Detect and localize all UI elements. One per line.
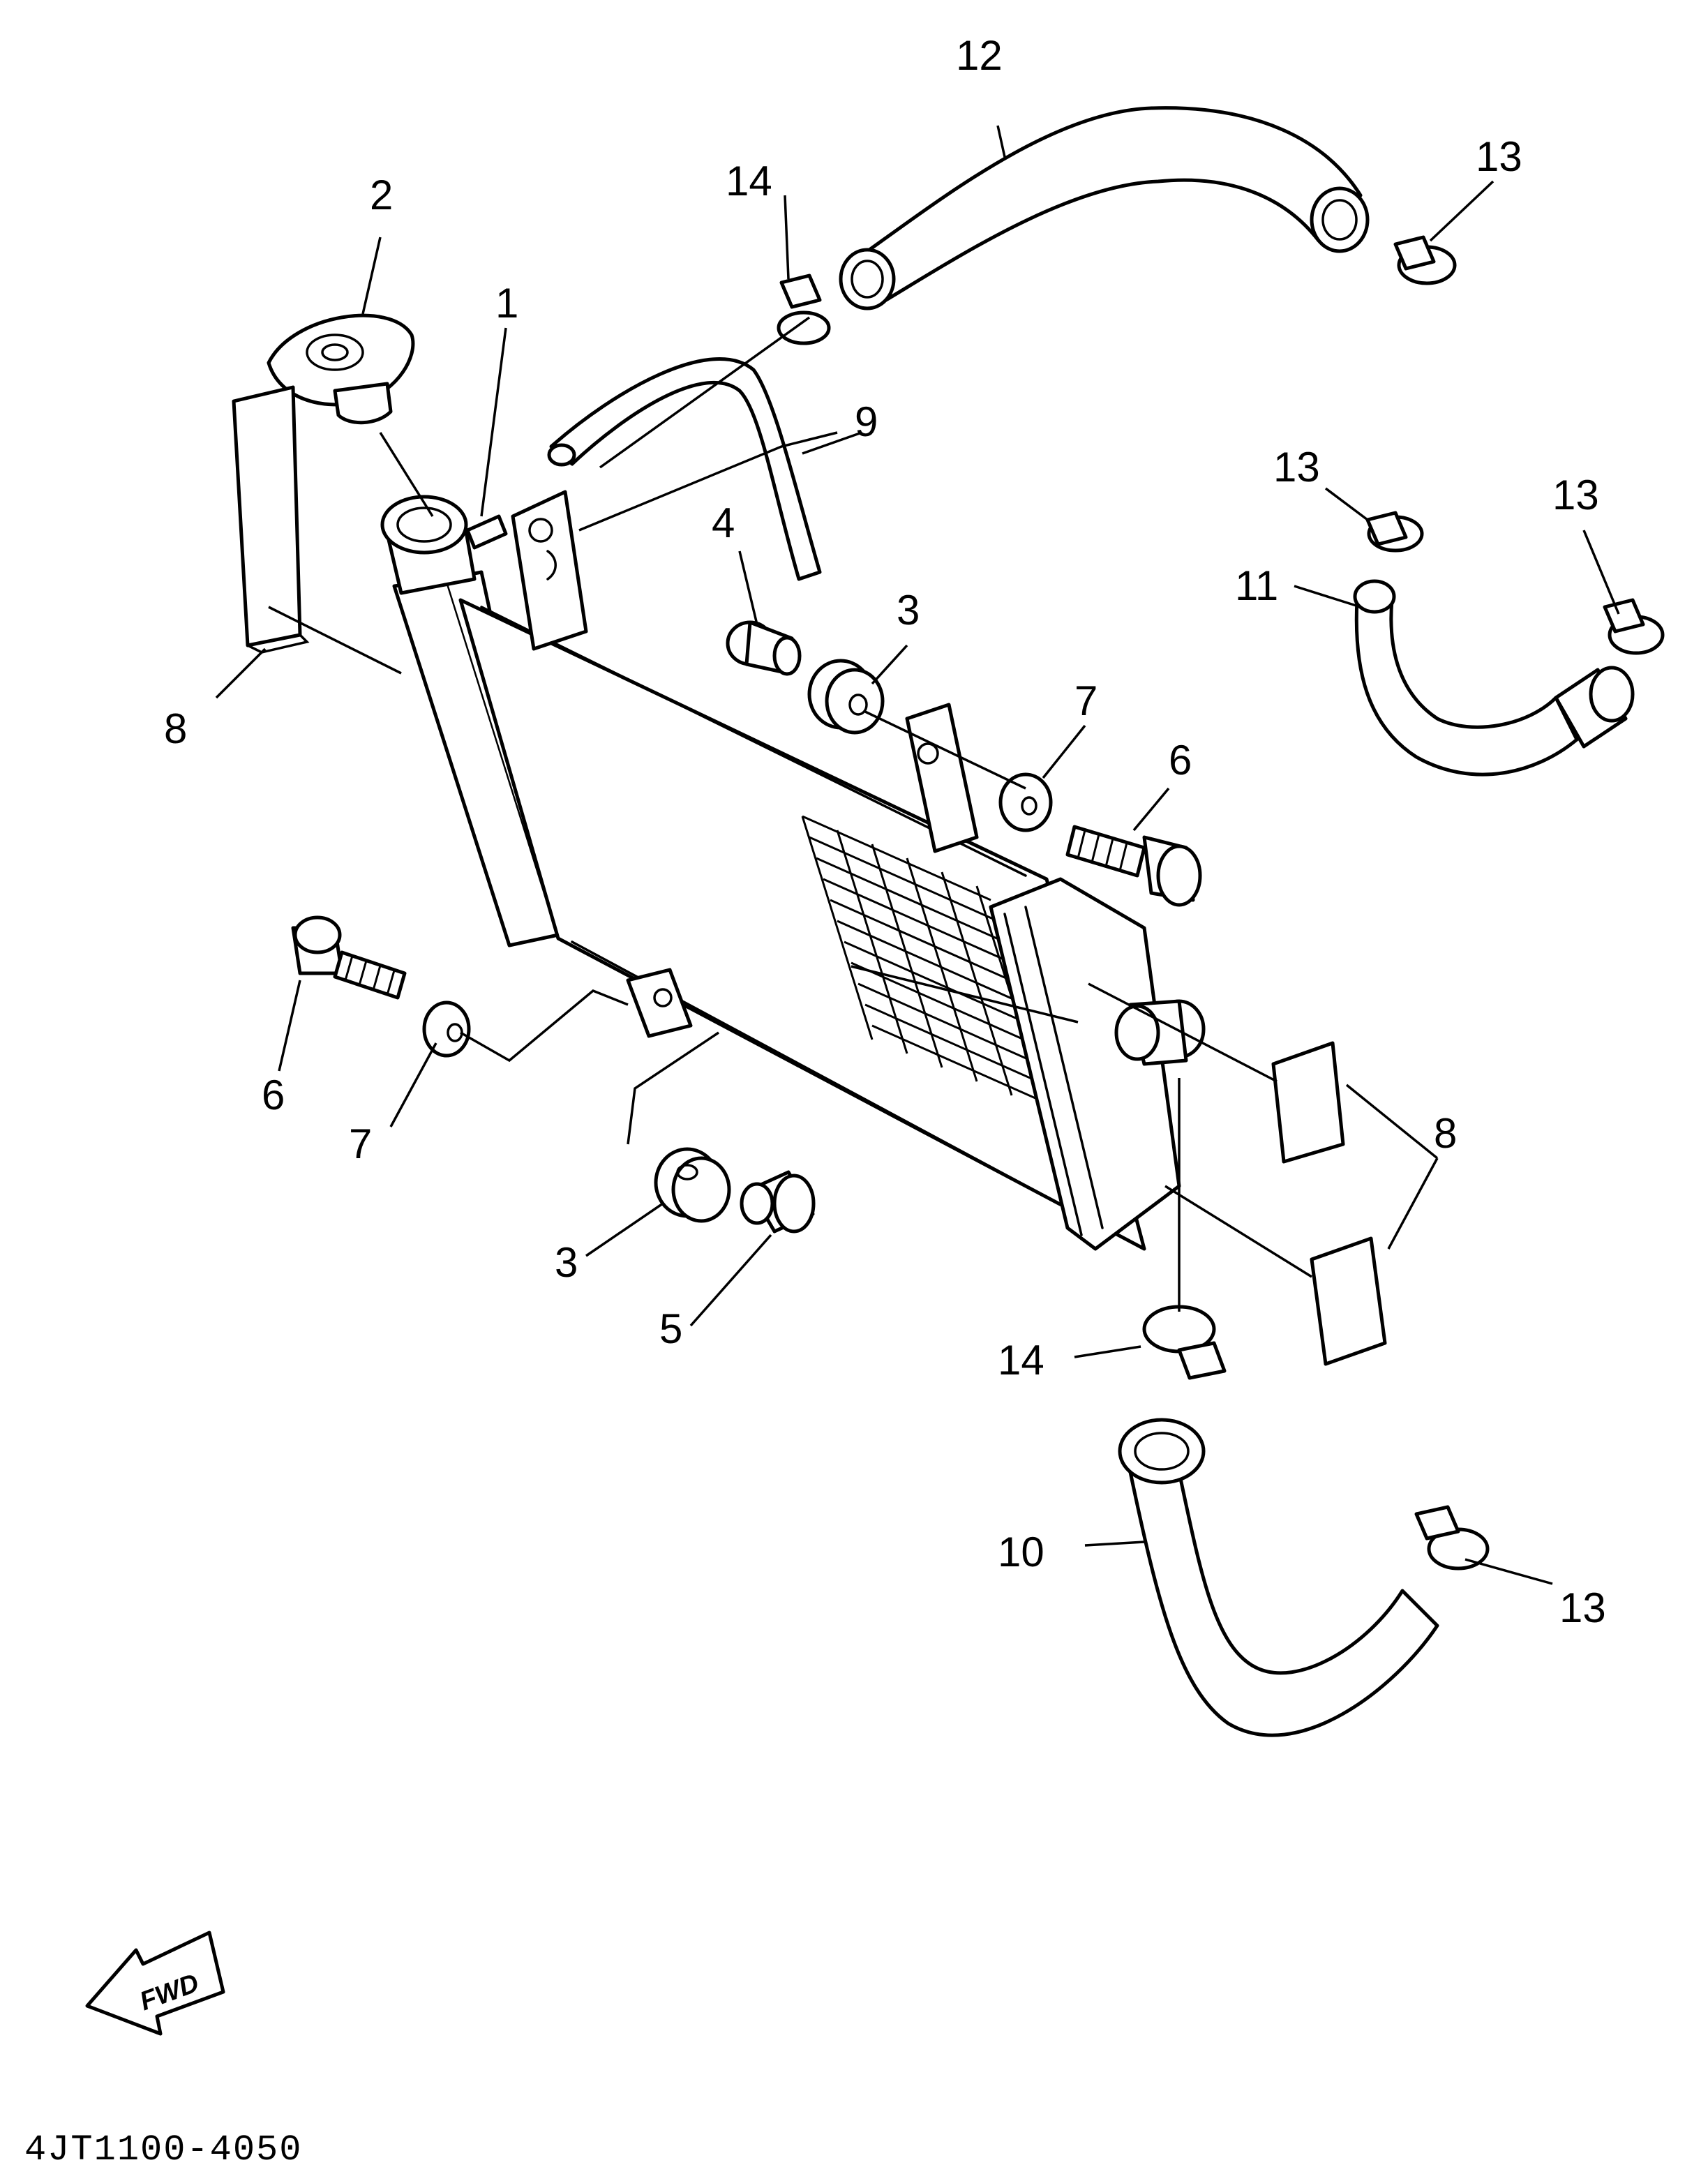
callout-14: 14 <box>998 1337 1044 1384</box>
mounting-hardware <box>291 620 1202 1234</box>
callout-4: 4 <box>712 500 735 546</box>
callout-10: 10 <box>998 1529 1044 1575</box>
overflow-hose <box>547 357 822 581</box>
callout-11: 11 <box>1235 562 1278 609</box>
radiator <box>380 490 1206 1251</box>
callout-2: 2 <box>370 172 393 218</box>
hose-clamps <box>777 235 1665 1571</box>
callout-8: 8 <box>1434 1110 1457 1157</box>
lower-hose <box>1118 1418 1439 1737</box>
callout-labels: 1 2 3 3 4 5 6 6 7 7 8 8 9 10 11 12 13 13… <box>164 32 1606 1631</box>
callout-13: 13 <box>1552 472 1599 518</box>
callout-5: 5 <box>659 1305 682 1352</box>
callout-8: 8 <box>164 705 187 752</box>
callout-7: 7 <box>349 1121 372 1167</box>
radiator-pads <box>232 385 1387 1366</box>
callout-1: 1 <box>495 280 518 327</box>
callout-12: 12 <box>956 32 1003 79</box>
fwd-direction-arrow: FWD <box>85 1931 225 2036</box>
callout-9: 9 <box>855 398 878 445</box>
drawing-code: 4JT1100-4050 <box>24 2129 302 2171</box>
callout-13: 13 <box>1559 1584 1606 1631</box>
callout-13: 13 <box>1476 133 1522 180</box>
callout-6: 6 <box>1169 737 1192 784</box>
leader-lines <box>215 125 1620 1585</box>
bypass-hose <box>1353 579 1635 777</box>
upper-hose <box>839 106 1370 310</box>
callout-3: 3 <box>555 1239 578 1286</box>
callout-7: 7 <box>1074 677 1098 724</box>
radiator-cap <box>267 313 415 425</box>
callout-3: 3 <box>897 587 920 634</box>
callout-6: 6 <box>262 1072 285 1118</box>
callout-14: 14 <box>726 158 772 204</box>
callout-13: 13 <box>1273 444 1320 490</box>
